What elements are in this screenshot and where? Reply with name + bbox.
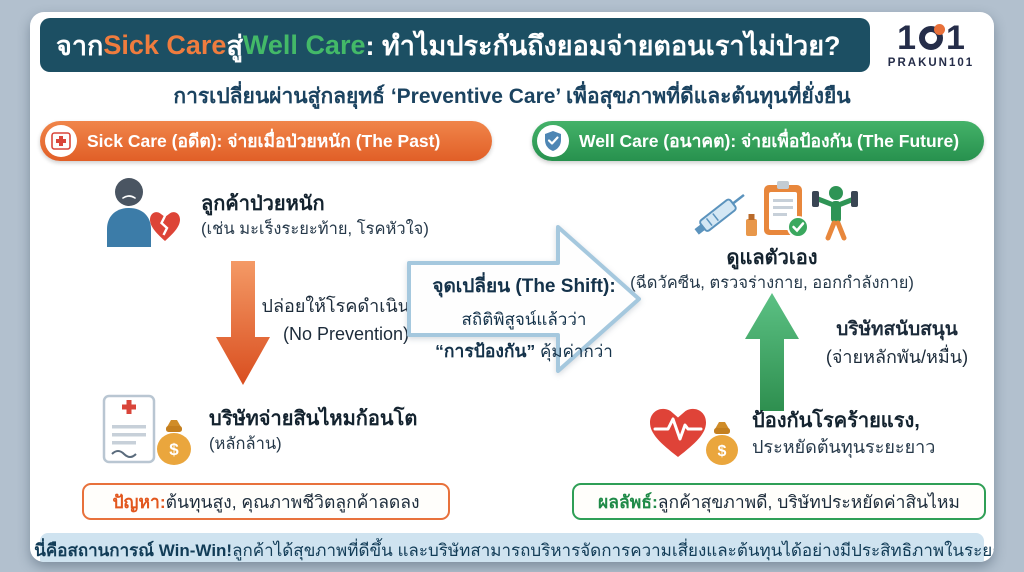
sick-care-header-label: Sick Care (อดีต): จ่ายเมื่อป่วยหนัก (The… [87,131,441,151]
well-step1-title: ดูแลตัวเอง [726,247,818,269]
shift-line3: “การป้องกัน” คุ้มค่ากว่า [408,337,640,365]
down-arrow [216,261,270,385]
sick-result-text: ต้นทุนสูง, คุณภาพชีวิตลูกค้าลดลง [165,491,420,512]
sick-step1-text: ลูกค้าป่วยหนัก (เช่น มะเร็งระยะท้าย, โรค… [201,190,429,240]
well-result-text: ลูกค้าสุขภาพดี, บริษัทประหยัดค่าสินไหม [657,491,960,512]
logo-orange-dot-icon [934,24,945,35]
sick-step2: $ บริษัทจ่ายสินไหมก้อนโต (หลักล้าน) [100,393,417,468]
logo-wordmark: PRAKUN101 [887,57,975,69]
summary-bold: สรุป: นี่คือสถานการณ์ Win-Win! [30,540,233,560]
title-well-care: Well Care [242,29,366,60]
column-headers: Sick Care (อดีต): จ่ายเมื่อป่วยหนัก (The… [40,121,984,161]
sick-step1-detail: (เช่น มะเร็งระยะท้าย, โรคหัวใจ) [201,219,429,238]
well-step1-text: ดูแลตัวเอง (ฉีดวัคซีน, ตรวจร่างกาย, ออกก… [627,245,917,294]
sick-care-header-pill: Sick Care (อดีต): จ่ายเมื่อป่วยหนัก (The… [40,121,492,161]
checkup-clipboard-icon [764,181,809,238]
subtitle: การเปลี่ยนผ่านสู่กลยุทธ์ ‘Preventive Car… [173,85,851,108]
logo-ring-icon [919,24,945,50]
page-title: จาก Sick Care สู่ Well Care: ทำไมประกันถ… [40,18,870,72]
well-result-box: ผลลัพธ์: ลูกค้าสุขภาพดี, บริษัทประหยัดค่… [572,483,986,520]
shift-text-block: จุดเปลี่ยน (The Shift): สถิติพิสูจน์แล้ว… [408,271,640,365]
diagram-body: ลูกค้าป่วยหนัก (เช่น มะเร็งระยะท้าย, โรค… [30,165,994,527]
up-arrow [745,293,799,411]
title-part2: สู่ [226,30,243,61]
sick-result-box: ปัญหา: ต้นทุนสูง, คุณภาพชีวิตลูกค้าลดลง [82,483,450,520]
content-card: จาก Sick Care สู่ Well Care: ทำไมประกันถ… [30,12,994,562]
shift-line1: จุดเปลี่ยน (The Shift): [432,276,616,297]
well-care-header-pill: Well Care (อนาคต): จ่ายเพื่อป้องกัน (The… [532,121,984,161]
title-part3: : ทำไมประกันถึงยอมจ่ายตอนเราไม่ป่วย? [365,30,841,61]
well-arrow-label-line2: (จ่ายหลักพัน/หมื่น) [825,347,969,368]
well-arrow-label: บริษัทสนับสนุน (จ่ายหลักพัน/หมื่น) [802,315,992,372]
sick-step2-text: บริษัทจ่ายสินไหมก้อนโต (หลักล้าน) [209,405,417,455]
header: จาก Sick Care สู่ Well Care: ทำไมประกันถ… [40,18,984,72]
shift-right-arrow [407,225,641,373]
well-step2-title: ป้องกันโรคร้ายแรง, [752,409,920,432]
svg-text:$: $ [169,440,179,459]
well-step2: $ ป้องกันโรคร้ายแรง, ประหยัดต้นทุนระยะยา… [642,397,935,469]
prevention-icons [694,181,858,241]
logo-digit-right: 1 [946,19,965,57]
exercise-icon [812,186,858,241]
sick-step1-title: ลูกค้าป่วยหนัก [201,192,325,215]
sick-arrow-label-line1: ปล่อยให้โรคดำเนินไป [261,296,431,316]
sick-step1: ลูกค้าป่วยหนัก (เช่น มะเร็งระยะท้าย, โรค… [95,175,429,255]
syringe-icon [694,193,745,235]
shift-line3-rest: คุ้มค่ากว่า [535,342,613,361]
well-care-header-label: Well Care (อนาคต): จ่ายเพื่อป้องกัน (The… [579,131,960,151]
sick-person-broken-heart-icon [107,178,180,247]
shield-check-icon [537,125,569,157]
summary-rest: ลูกค้าได้สุขภาพที่ดีขึ้น และบริษัทสามารถ… [232,540,994,560]
well-arrow-label-line1: บริษัทสนับสนุน [836,319,958,340]
summary-bar: สรุป: นี่คือสถานการณ์ Win-Win! ลูกค้าได้… [30,533,994,562]
sick-step2-title: บริษัทจ่ายสินไหมก้อนโต [209,408,418,431]
well-result-label: ผลลัพธ์: [598,491,658,512]
shift-line3-bold: “การป้องกัน” [435,341,536,361]
sick-arrow-label-line2: (No Prevention) [282,323,410,344]
sick-result-label: ปัญหา: [112,491,166,512]
sick-arrow-label: ปล่อยให้โรคดำเนินไป (No Prevention) [246,293,446,349]
title-part1: จาก [56,30,104,61]
hospital-icon [45,125,77,157]
logo-digit-left: 1 [897,19,916,57]
shift-line2: สถิติพิสูจน์แล้วว่า [461,310,587,329]
sick-step2-detail: (หลักล้าน) [209,435,282,454]
svg-text:$: $ [718,443,727,460]
well-step1-detail: (ฉีดวัคซีน, ตรวจร่างกาย, ออกกำลังกาย) [630,274,914,292]
healthy-heart-money-bag-icon: $ [650,408,738,465]
well-step2-text: ป้องกันโรคร้ายแรง, ประหยัดต้นทุนระยะยาว [752,407,935,459]
claim-document-money-bag-icon: $ [102,394,191,465]
title-sick-care: Sick Care [103,29,227,60]
well-step2-detail: ประหยัดต้นทุนระยะยาว [752,436,936,457]
